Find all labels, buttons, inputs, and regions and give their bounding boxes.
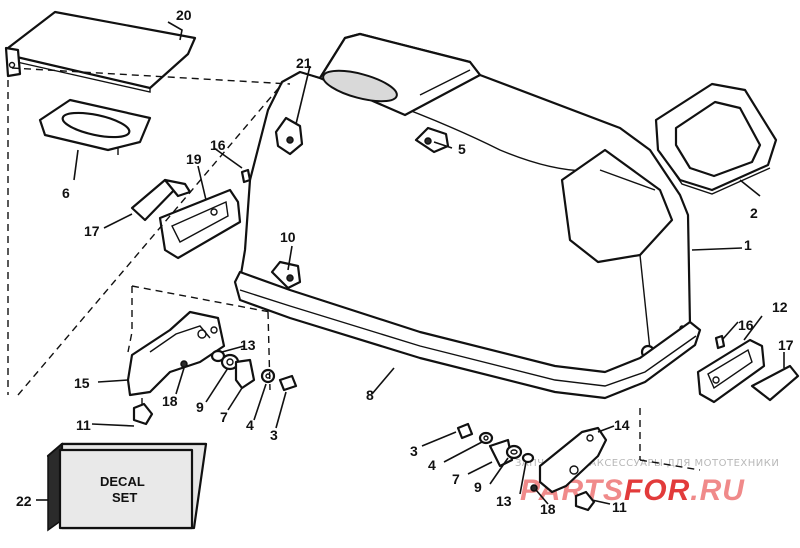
watermark-tagline: ЗАПЧАСТИ И АКСЕССУАРЫ ДЛЯ МОТОТЕХНИКИ xyxy=(515,458,779,469)
part-20-cover-plate xyxy=(4,10,197,93)
callout-1: 1 xyxy=(744,237,752,253)
watermark-brand: PARTSFOR.RU xyxy=(520,474,745,507)
hardware-stack-right xyxy=(456,422,596,512)
part-17-handle-right xyxy=(750,364,800,402)
callout-3-left: 3 xyxy=(270,427,278,443)
part-6-gasket xyxy=(38,98,152,155)
callout-9-right: 9 xyxy=(474,479,482,495)
hardware-stack-left xyxy=(132,349,298,426)
callout-4-left: 4 xyxy=(246,417,254,433)
callout-17-right: 17 xyxy=(778,337,794,353)
leader-lines xyxy=(36,21,785,505)
part-5-latch xyxy=(414,126,450,154)
callout-14: 14 xyxy=(614,417,630,433)
callout-13-right: 13 xyxy=(496,493,512,509)
callout-6: 6 xyxy=(62,185,70,201)
callout-16-right: 16 xyxy=(738,317,754,333)
callout-20: 20 xyxy=(176,7,192,23)
part-16-screw-right xyxy=(714,334,726,350)
part-12-latch-bracket xyxy=(696,338,766,404)
callout-18-right: 18 xyxy=(540,501,556,517)
part-16-screw-left xyxy=(240,168,252,184)
part-14-bracket-right xyxy=(538,426,608,494)
assembly-dashed-lines xyxy=(7,67,701,471)
callout-18-left: 18 xyxy=(162,393,178,409)
callout-15: 15 xyxy=(74,375,90,391)
callout-9-left: 9 xyxy=(196,399,204,415)
callout-13-left: 13 xyxy=(240,337,256,353)
watermark-brand-part-c: .RU xyxy=(690,474,745,507)
callout-17-left: 17 xyxy=(84,223,100,239)
part-15-bracket-left xyxy=(126,310,226,397)
part-22-decal-set: DECAL SET xyxy=(46,442,208,532)
callout-8: 8 xyxy=(366,387,374,403)
decal-set-line2: SET xyxy=(112,490,137,505)
watermark-brand-part-b: FOR xyxy=(624,474,690,507)
callout-12: 12 xyxy=(772,299,788,315)
part-21-latch xyxy=(274,116,304,156)
part-1-engine-hood xyxy=(238,32,692,377)
callout-22: 22 xyxy=(16,493,32,509)
part-8-seal-strip xyxy=(233,270,702,400)
part-2-window-trim xyxy=(654,82,778,195)
callout-2: 2 xyxy=(750,205,758,221)
callout-10: 10 xyxy=(280,229,296,245)
callout-11-right: 11 xyxy=(612,499,627,515)
callout-labels: 20 6 21 5 16 19 17 10 2 1 8 12 16 17 15 … xyxy=(16,7,794,517)
decal-set-line1: DECAL xyxy=(100,474,145,489)
callout-16-left: 16 xyxy=(210,137,226,153)
callout-7-right: 7 xyxy=(452,471,460,487)
watermark: ЗАПЧАСТИ И АКСЕССУАРЫ ДЛЯ МОТОТЕХНИКИ PA… xyxy=(515,458,779,507)
callout-4-right: 4 xyxy=(428,457,436,473)
callout-21: 21 xyxy=(296,55,312,71)
callout-11-left: 11 xyxy=(76,417,91,433)
callout-3-right: 3 xyxy=(410,443,418,459)
callout-19: 19 xyxy=(186,151,202,167)
callout-7-left: 7 xyxy=(220,409,228,425)
part-10-latch xyxy=(270,260,302,290)
part-19-latch-bracket xyxy=(158,188,242,260)
callout-5: 5 xyxy=(458,141,466,157)
